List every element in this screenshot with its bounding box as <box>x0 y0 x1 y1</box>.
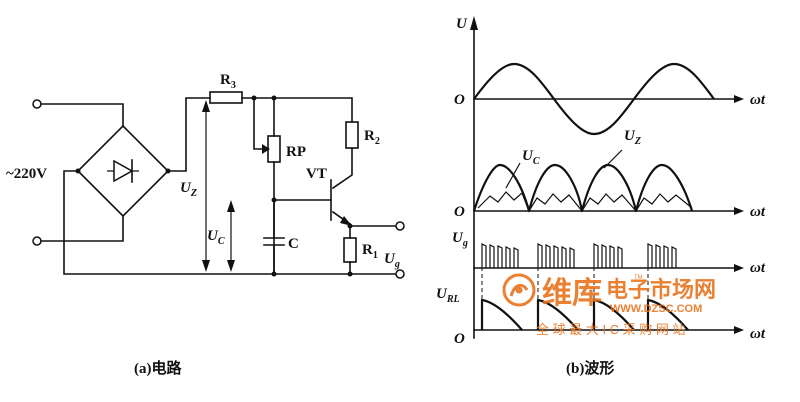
uc-label: UC <box>207 228 225 247</box>
x-axis-label-1: ωt <box>750 92 766 108</box>
r3-label: R3 <box>220 72 236 91</box>
resistor-r2 <box>345 121 359 149</box>
uz-rectified-wave <box>472 163 694 213</box>
rp-wiper-arrow-icon <box>262 144 270 154</box>
input-terminal-top <box>32 99 42 109</box>
ug-label: Ug <box>384 251 400 270</box>
origin-label-2: O <box>454 204 465 220</box>
uc-ripple-wave <box>477 191 693 213</box>
uc-voltage-arrow <box>227 200 235 272</box>
uz-wave-label: UZ <box>624 128 641 147</box>
watermark-url: WWW.DZSC.COM <box>610 303 702 315</box>
wire-input-bottom <box>40 215 124 242</box>
x-axis-label-3: ωt <box>750 260 766 276</box>
watermark-slogan: 全 球 最 大 I C 采 购 网 站 <box>536 322 686 337</box>
resistor-r1 <box>343 237 357 263</box>
input-terminal-bottom <box>32 236 42 246</box>
wire-input-top <box>40 103 124 127</box>
capacitor-label: C <box>288 236 299 252</box>
ug-wave-label: Ug <box>452 230 468 249</box>
url-wave-label: URL <box>436 286 460 305</box>
uc-wave-label: UC <box>522 148 540 167</box>
wire-ground-rail <box>63 170 353 275</box>
r1-label: R1 <box>362 242 378 261</box>
resistor-r3 <box>209 91 243 104</box>
waveform-caption: (b)波形 <box>566 359 614 377</box>
url-load-wave <box>480 298 689 331</box>
y-axis-label: U <box>456 16 468 32</box>
bridge-rectifier <box>76 124 170 218</box>
rp-label: RP <box>286 144 306 160</box>
diode-icon <box>107 159 139 183</box>
x-axis-label-4: ωt <box>750 326 766 342</box>
origin-label-1: O <box>454 92 465 108</box>
y-axis-arrow-icon <box>470 16 478 30</box>
watermark-tagline: 电子市场网 <box>606 277 716 302</box>
output-terminal-top <box>395 221 405 231</box>
wire-rp-wiper <box>253 97 263 150</box>
wire-collector <box>331 147 353 190</box>
watermark: 维库 电子市场网 TM WWW.DZSC.COM 全 球 最 大 I C 采 购… <box>502 273 716 337</box>
output-terminal-bottom <box>395 269 405 279</box>
watermark-mark: TM <box>634 275 643 281</box>
sine-wave <box>473 62 715 136</box>
wire-top-rail <box>241 97 353 123</box>
source-voltage-label: ~220V <box>6 166 47 182</box>
watermark-logo-icon <box>502 273 536 307</box>
waveform-diagram: U O ωt O ωt UC UZ ωt Ug O ωt URL <box>436 16 766 377</box>
r2-label: R2 <box>364 128 380 147</box>
transistor-vt <box>273 179 352 226</box>
vt-label: VT <box>306 166 327 182</box>
uz-voltage-arrow <box>202 100 210 272</box>
x-axis-label-2: ωt <box>750 204 766 220</box>
circuit-diagram: ~220V R3 RP R2 VT <box>6 72 405 377</box>
origin-label-4: O <box>454 331 465 347</box>
uz-label: UZ <box>180 180 197 199</box>
wire-rectifier-positive <box>167 97 211 172</box>
ug-pulse-train <box>481 243 677 268</box>
circuit-caption: (a)电路 <box>134 359 182 377</box>
watermark-brand: 维库 <box>542 277 602 310</box>
